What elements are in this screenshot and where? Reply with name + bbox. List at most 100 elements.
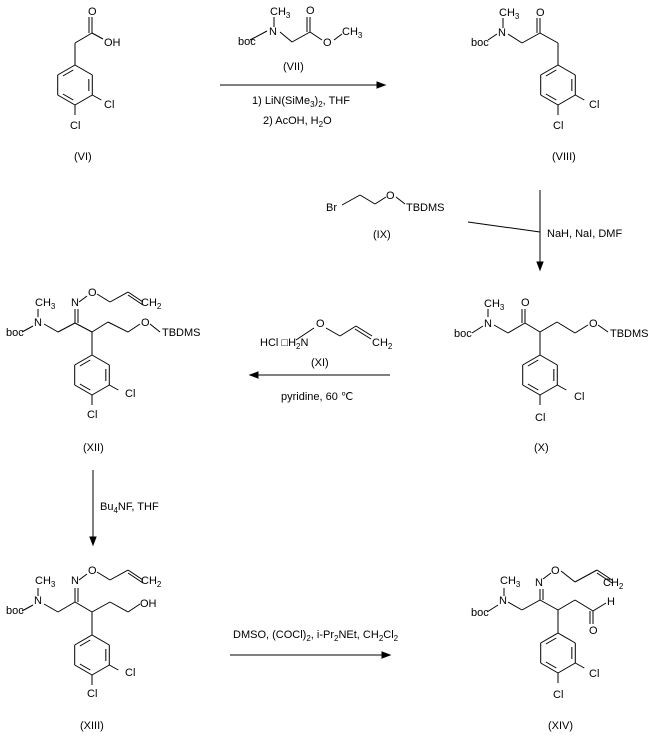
bond — [539, 599, 559, 611]
atom-CH2: CH2 — [141, 297, 162, 311]
ring-bond — [91, 634, 110, 646]
atom-O: O — [306, 5, 315, 17]
compound-label: (XIII) — [80, 720, 104, 732]
ring-bond — [540, 662, 559, 674]
atom-O: O — [88, 565, 97, 577]
bond — [341, 194, 361, 206]
ring-bond — [74, 94, 93, 106]
ring-bond — [540, 632, 559, 644]
ring-double-bond — [527, 359, 539, 367]
bond — [43, 603, 59, 613]
arrowhead-icon — [376, 81, 387, 89]
atom-O: O — [386, 190, 395, 202]
atom-O: O — [316, 318, 325, 330]
compound-label: (X) — [534, 442, 549, 454]
compound-label: (XIV) — [548, 720, 573, 732]
bond — [109, 569, 129, 581]
double-bond — [127, 294, 144, 306]
bond — [560, 570, 576, 583]
double-bond — [354, 328, 372, 340]
bond — [507, 601, 523, 611]
ring-double-bond — [545, 93, 557, 101]
ring-double-bond — [62, 69, 74, 77]
bond — [21, 325, 34, 333]
atom-boc: boc — [6, 327, 24, 339]
bond — [107, 321, 129, 333]
ring-double-bond — [527, 383, 539, 391]
atom-boc: boc — [238, 36, 256, 48]
double-bond — [355, 325, 373, 337]
bond — [249, 30, 268, 41]
step1-conditions-1: 1) LiN(SiMe3)2, THF — [252, 95, 350, 109]
bond — [493, 324, 509, 334]
ring-bond — [74, 634, 93, 646]
ring-double-bond — [62, 93, 74, 101]
bond — [149, 323, 161, 333]
bond — [325, 327, 341, 337]
bond — [74, 322, 93, 333]
bond — [557, 599, 576, 611]
atom-Cl: Cl — [125, 388, 135, 400]
bond — [109, 601, 129, 613]
double-bond — [127, 572, 144, 584]
atom-CH3: CH3 — [499, 7, 520, 21]
bond — [78, 573, 88, 581]
atom-boc: boc — [471, 37, 489, 49]
atom-CH3: CH3 — [342, 26, 363, 40]
atom-Cl: Cl — [125, 667, 135, 679]
bond-Cl — [92, 94, 102, 101]
double-bond — [596, 569, 613, 581]
atom-CH2: CH2 — [603, 577, 624, 591]
compound-XIII: boc N CH3 N O CH2 OH Cl Cl (XIII) — [6, 565, 162, 732]
arrowhead-icon — [248, 371, 259, 379]
bond — [91, 321, 109, 333]
compound-VII: boc N CH3 O O CH3 (VII) — [238, 5, 363, 73]
step4-conditions: Bu4NF, THF — [100, 501, 159, 515]
ring-bond — [57, 64, 76, 76]
atom-TBDMS: TBDMS — [610, 328, 649, 340]
atom-HCl: HCl □H2N — [260, 337, 308, 351]
bond — [127, 323, 141, 333]
compound-label: (IX) — [373, 229, 391, 241]
atom-Cl: Cl — [589, 668, 599, 680]
bond — [592, 602, 607, 612]
ring-double-bond — [79, 663, 91, 671]
ring-double-bond — [79, 639, 91, 647]
bond — [507, 322, 526, 334]
atom-CH3: CH3 — [270, 6, 291, 20]
ring-bond — [557, 632, 576, 644]
ring-bond — [522, 354, 541, 366]
atom-O: O — [551, 565, 560, 577]
atom-O: O — [323, 37, 332, 49]
ring-bond — [74, 354, 93, 366]
atom-CH3: CH3 — [484, 298, 505, 312]
atom-O: O — [589, 318, 598, 330]
step3-conditions: pyridine, 60 ℃ — [281, 391, 353, 403]
bond — [74, 32, 93, 44]
compound-label: (VII) — [283, 61, 304, 73]
atom-TBDMS: TBDMS — [162, 327, 201, 339]
atom-O: O — [521, 297, 530, 309]
atom-Cl: Cl — [87, 688, 97, 700]
bond — [507, 33, 523, 44]
atom-boc: boc — [6, 605, 24, 617]
atom-Cl: Cl — [70, 120, 80, 132]
ring-bond — [91, 384, 110, 396]
ring-bond — [91, 354, 110, 366]
bond — [339, 325, 357, 337]
compound-label: (XI) — [311, 357, 329, 369]
double-bond — [127, 569, 144, 581]
compound-XI: HCl □H2N O CH2 (XI) — [260, 318, 393, 369]
bond — [91, 32, 104, 40]
ring-bond — [540, 64, 559, 76]
compound-VIII: boc N CH3 O Cl Cl (VIII) — [471, 7, 599, 163]
bond — [295, 327, 315, 341]
bond-Cl — [109, 384, 119, 391]
atom-Cl: Cl — [87, 409, 97, 421]
bond — [359, 194, 376, 205]
bond — [574, 324, 589, 334]
atom-N: N — [498, 27, 506, 39]
atom-boc: boc — [471, 607, 489, 619]
bond — [21, 604, 34, 612]
